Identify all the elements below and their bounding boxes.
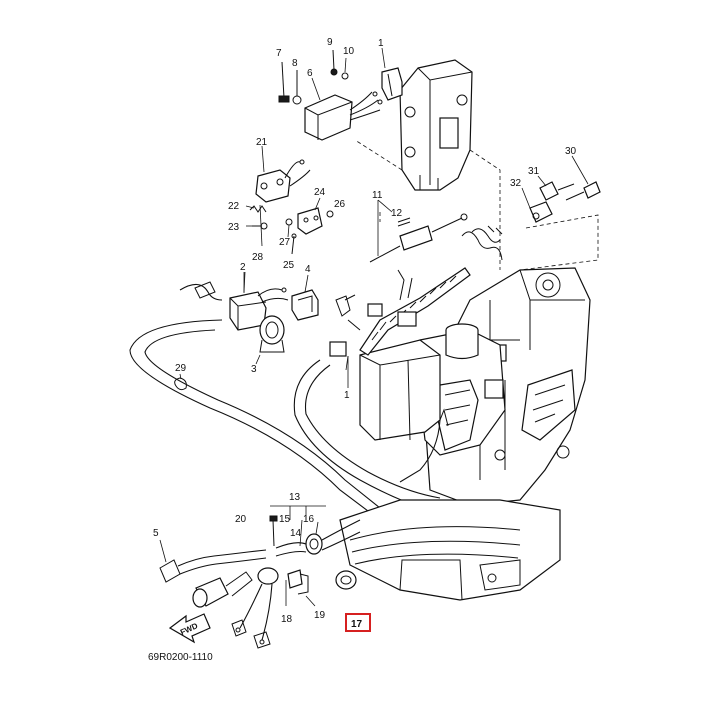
callout-1b: 1 [344,390,350,401]
hose-bundle [129,319,449,551]
callout-28: 28 [252,252,264,263]
callout-29: 29 [175,363,187,374]
callout-1a: 1 [378,38,384,49]
callout-7: 7 [276,48,282,59]
callout-4: 4 [305,264,311,275]
bracket-24 [297,207,323,235]
connector-30 [565,181,601,201]
callout-24: 24 [314,187,326,198]
fitting-group-13 [270,505,326,520]
switch-21 [255,159,311,203]
clip-12 [397,217,411,227]
callout-21: 21 [256,137,268,148]
grommet-16 [305,533,323,555]
callout-11: 11 [372,190,383,201]
ignition-coil-top [399,59,473,191]
washer-10 [341,57,349,80]
hose-14 [275,542,307,557]
plug-cap-11 [369,213,468,263]
connector-32 [529,201,553,223]
callout-labels: 1 1 2 3 4 5 6 7 8 9 10 11 12 13 14 15 16… [153,37,577,625]
callout-18: 18 [281,614,293,625]
main-plug [192,571,253,608]
callout-20: 20 [235,514,247,525]
grommet-3 [259,315,285,353]
callout-9: 9 [327,37,333,48]
fwd-arrow [168,613,211,644]
cap-17 [335,570,357,590]
callout-17: 17 [351,619,363,630]
highlighted-callout-17[interactable]: 17 [345,613,371,632]
highlight-box [345,613,371,632]
screw-20 [269,515,278,547]
bolt-25 [291,233,297,255]
callout-16: 16 [303,514,315,525]
callout-26: 26 [334,199,346,210]
callout-32: 32 [510,178,522,189]
callout-12: 12 [391,208,403,219]
lead-5 [159,549,267,583]
bracket-19 [287,569,309,595]
callout-27: 27 [279,237,291,248]
callout-23: 23 [228,222,240,233]
main-wire-harness [329,225,503,357]
bolt-8 [292,70,302,105]
lower-base [339,499,561,601]
screw-23 [252,222,268,230]
spring-22 [249,205,267,213]
screw-26 [326,210,334,218]
connector-1 [381,67,403,101]
leader-lines [243,199,393,547]
callout-15: 15 [279,514,291,525]
callout-30: 30 [565,146,577,157]
rectifier-regulator [304,91,383,141]
callout-3: 3 [251,364,257,375]
callout-10: 10 [343,46,355,57]
battery-cable-18 [231,567,279,649]
connector-31 [539,181,575,201]
screw-27 [285,218,293,238]
callout-2: 2 [240,262,246,273]
cdi-unit [359,339,441,441]
clamp-4 [291,289,319,321]
bolt-7 [278,61,290,103]
callout-19: 19 [314,610,326,621]
screw-9 [330,49,338,76]
callout-22: 22 [228,201,240,212]
callout-8: 8 [292,58,298,69]
callout-31: 31 [528,166,540,177]
callout-14: 14 [290,528,302,539]
callout-5: 5 [153,528,159,539]
callout-13: 13 [289,492,301,503]
clip-29 [174,373,187,391]
diagram-code: 69R0200-1110 [148,652,213,663]
callout-6: 6 [307,68,313,79]
callout-25: 25 [283,260,295,271]
